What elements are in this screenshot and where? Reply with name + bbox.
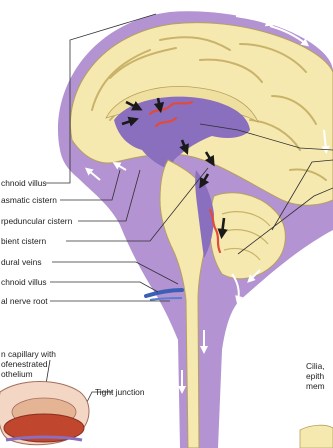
label-chiasmatic-cistern: asmatic cistern [1,195,57,205]
label-ambient-cistern: bient cistern [1,236,46,246]
label-cilia: Cilia, epith mem [306,361,325,391]
label-capillary: n capillary with ofenestrated othelium [1,349,56,379]
magnified-choroid-detail [0,382,89,445]
label-arachnoid-villus: chnoid villus [1,178,47,188]
cilia-detail [300,425,333,448]
label-spinal-nerve-root: al nerve root [1,296,48,306]
label-interpeduncular-cistern: rpeduncular cistern [1,216,72,226]
label-tight-junction: Tight junction [95,387,145,397]
label-epidural-veins: dural veins [1,257,42,267]
label-arachnoid-villus-spinal: chnoid villus [1,277,47,287]
